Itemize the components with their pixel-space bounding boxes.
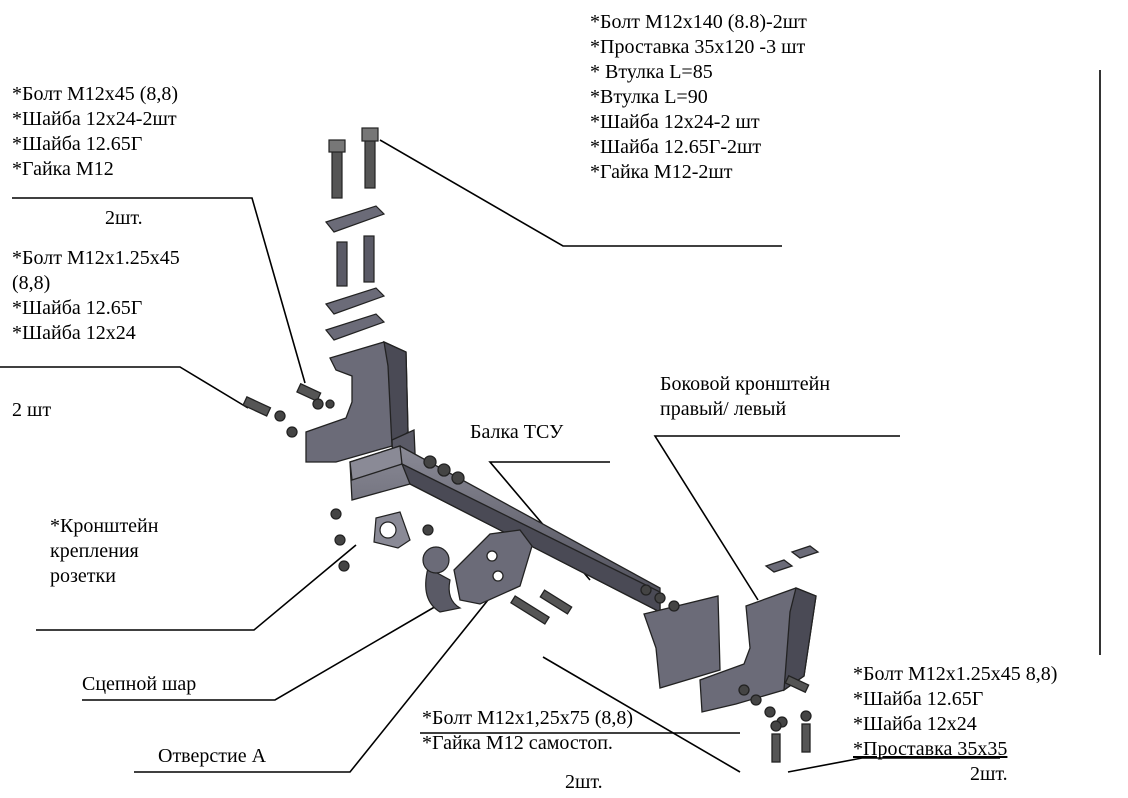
mid-left-parts-list: *Болт М12х1.25х45 (8,8) *Шайба 12.65Г *Ш… [12, 246, 180, 346]
right-vertical-bolt-1 [771, 733, 781, 763]
stack-bolt-2 [364, 139, 376, 189]
bottom-right-item: *Проставка 35х35 [853, 738, 1008, 760]
stack-bolt-1 [331, 149, 343, 199]
left-bracket [242, 340, 409, 463]
top-right-item: *Втулка L=90 [590, 86, 708, 108]
side-bracket-label-line: Боковой кронштейн [660, 373, 831, 395]
left-small-bolt-1 [242, 396, 272, 417]
bottom-right-item: *Шайба 12.65Г [853, 688, 984, 710]
mid-left-item: *Болт М12х1.25х45 [12, 247, 180, 269]
top-right-item: *Шайба 12х24-2 шт [590, 111, 760, 133]
leader-mid-left [0, 366, 249, 409]
ball-label: Сцепной шар [82, 673, 197, 695]
beam-label: Балка ТСУ [470, 421, 564, 443]
ball-flange [453, 529, 573, 625]
leader-ball [82, 597, 451, 701]
top-right-item: *Гайка М12-2шт [590, 161, 733, 183]
stack-bolt-2-head [361, 127, 379, 142]
tow-ball [422, 546, 462, 613]
socket-bracket [330, 508, 434, 572]
right-spacer-2 [790, 545, 820, 559]
right-spacer-1 [764, 559, 794, 573]
top-left-quantity: 2шт. [105, 207, 143, 229]
side-bracket-label: Боковой кронштейн правый/ левый [660, 372, 830, 422]
leader-top-right [379, 139, 782, 247]
leader-top-left [12, 197, 306, 384]
side-bracket-label-line: правый/ левый [660, 398, 787, 420]
mid-left-quantity: 2 шт [12, 399, 52, 421]
bottom-center-item: *Гайка М12 самостоп. [422, 732, 613, 754]
flange-bolt-2 [539, 589, 573, 615]
mid-left-item: *Шайба 12х24 [12, 322, 136, 344]
socket-bracket-label-line: розетки [50, 565, 116, 587]
stack-spacer-2 [324, 287, 386, 315]
top-left-parts-list: *Болт М12х45 (8,8) *Шайба 12х24-2шт *Шай… [12, 82, 178, 182]
top-right-item: * Втулка L=85 [590, 61, 713, 83]
bottom-center-parts-list: *Болт М12х1,25х75 (8,8) *Гайка М12 самос… [422, 706, 633, 756]
bottom-right-parts-list: *Болт М12х1.25х45 8,8) *Шайба 12.65Г *Ша… [853, 662, 1057, 762]
bottom-center-quantity: 2шт. [565, 771, 603, 793]
top-right-item: *Болт М12х140 (8.8)-2шт [590, 11, 807, 33]
flange-bolt-1 [510, 595, 550, 625]
socket-bracket-label-line: крепления [50, 540, 139, 562]
bottom-center-item: *Болт М12х1,25х75 (8,8) [422, 707, 634, 729]
right-vertical-bolt-2 [801, 723, 811, 753]
bottom-right-quantity: 2шт. [970, 763, 1008, 785]
top-left-item: *Гайка М12 [12, 158, 114, 180]
stack-spacer-3 [324, 313, 386, 341]
leader-hole-a [134, 599, 489, 773]
bottom-right-item: *Шайба 12х24 [853, 713, 977, 735]
top-left-item: *Шайба 12х24-2шт [12, 108, 177, 130]
stack-bolt-1-head [328, 139, 346, 153]
bottom-right-item: *Болт М12х1.25х45 8,8) [853, 663, 1058, 685]
stack-spacer-1 [324, 205, 386, 233]
socket-bracket-label-line: *Кронштейн [50, 515, 159, 537]
socket-bracket-label: *Кронштейн крепления розетки [50, 514, 158, 589]
stack-sleeve-1 [336, 241, 348, 287]
top-right-parts-list: *Болт М12х140 (8.8)-2шт *Проставка 35х12… [590, 10, 807, 185]
leader-bottom-right [787, 757, 1000, 773]
right-small-bolt [784, 674, 810, 694]
top-right-item: *Шайба 12.65Г-2шт [590, 136, 762, 158]
upper-stack [324, 127, 386, 341]
main-beam [349, 429, 721, 689]
leader-side-bracket [653, 435, 900, 601]
mid-left-item: *Шайба 12.65Г [12, 297, 143, 319]
hole-a-label: Отверстие А [158, 745, 267, 767]
leader-lines [0, 70, 1101, 773]
stack-sleeve-2 [363, 235, 375, 283]
leader-socket-bracket [36, 544, 357, 631]
top-right-item: *Проставка 35х120 -3 шт [590, 36, 806, 58]
left-small-bolt-2 [296, 382, 322, 403]
top-left-item: *Шайба 12.65Г [12, 133, 143, 155]
right-side-bracket [699, 545, 820, 763]
leader-bottom-center [542, 656, 741, 773]
mid-left-item: (8,8) [12, 272, 51, 294]
top-left-item: *Болт М12х45 (8,8) [12, 83, 179, 105]
